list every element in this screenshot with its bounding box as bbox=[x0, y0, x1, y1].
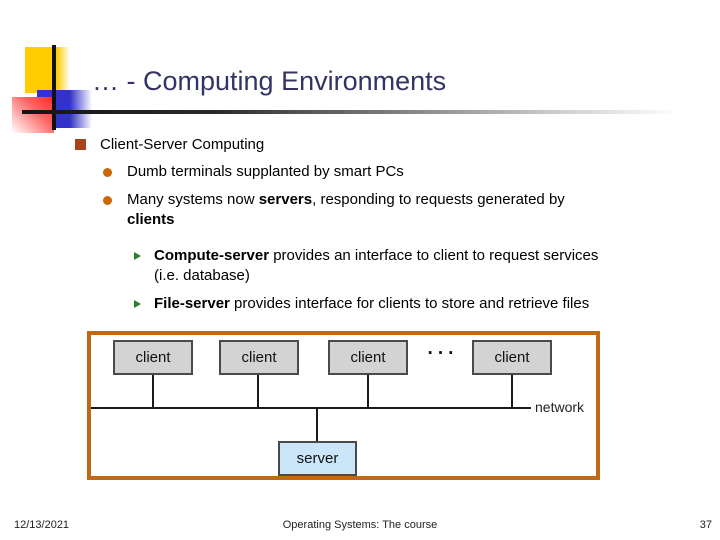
title-underline-rule bbox=[22, 110, 680, 114]
client-node: client bbox=[113, 340, 193, 375]
bullet-text: Compute-server provides an interface to … bbox=[154, 247, 599, 284]
slide-footer: 12/13/2021 Operating Systems: The course… bbox=[0, 519, 720, 535]
server-connector-line bbox=[316, 409, 318, 441]
bullet-text: Dumb terminals supplanted by smart PCs bbox=[127, 163, 404, 180]
circle-bullet-icon bbox=[103, 196, 112, 205]
bullet-item-level3: File-server provides interface for clien… bbox=[134, 294, 675, 314]
arrow-bullet-icon bbox=[134, 300, 141, 308]
network-bus-line bbox=[91, 407, 531, 409]
client-connector-line bbox=[257, 375, 259, 407]
arrow-bullet-icon bbox=[134, 252, 141, 260]
client-server-diagram: client client client ··· client network … bbox=[87, 331, 600, 480]
footer-course-title: Operating Systems: The course bbox=[282, 519, 438, 531]
bullet-item-level2: Dumb terminals supplanted by smart PCs bbox=[103, 162, 675, 182]
square-bullet-icon bbox=[75, 139, 86, 150]
slide-title: … - Computing Environments bbox=[92, 66, 447, 96]
client-node: client bbox=[219, 340, 299, 375]
client-connector-line bbox=[511, 375, 513, 407]
client-node: client bbox=[472, 340, 552, 375]
network-label: network bbox=[535, 399, 585, 415]
decoration-red-square bbox=[12, 97, 54, 133]
client-connector-line bbox=[152, 375, 154, 407]
server-node: server bbox=[278, 441, 357, 476]
client-node: client bbox=[328, 340, 408, 375]
bullet-text: Many systems now servers, responding to … bbox=[127, 191, 565, 228]
ellipsis-more-clients: ··· bbox=[427, 343, 459, 364]
decoration-vertical-line bbox=[52, 45, 56, 130]
slide-body: Client-Server Computing Dumb terminals s… bbox=[75, 135, 675, 322]
bullet-item-level3: Compute-server provides an interface to … bbox=[134, 246, 675, 286]
decoration-yellow-square bbox=[25, 47, 70, 93]
bullet-item-level1: Client-Server Computing bbox=[75, 135, 675, 155]
bullet-item-level2: Many systems now servers, responding to … bbox=[103, 190, 675, 230]
client-connector-line bbox=[367, 375, 369, 407]
footer-page-number: 37 bbox=[699, 519, 712, 531]
bullet-text: Client-Server Computing bbox=[100, 136, 265, 153]
footer-date: 12/13/2021 bbox=[14, 519, 70, 531]
circle-bullet-icon bbox=[103, 168, 112, 177]
bullet-text: File-server provides interface for clien… bbox=[154, 295, 590, 312]
